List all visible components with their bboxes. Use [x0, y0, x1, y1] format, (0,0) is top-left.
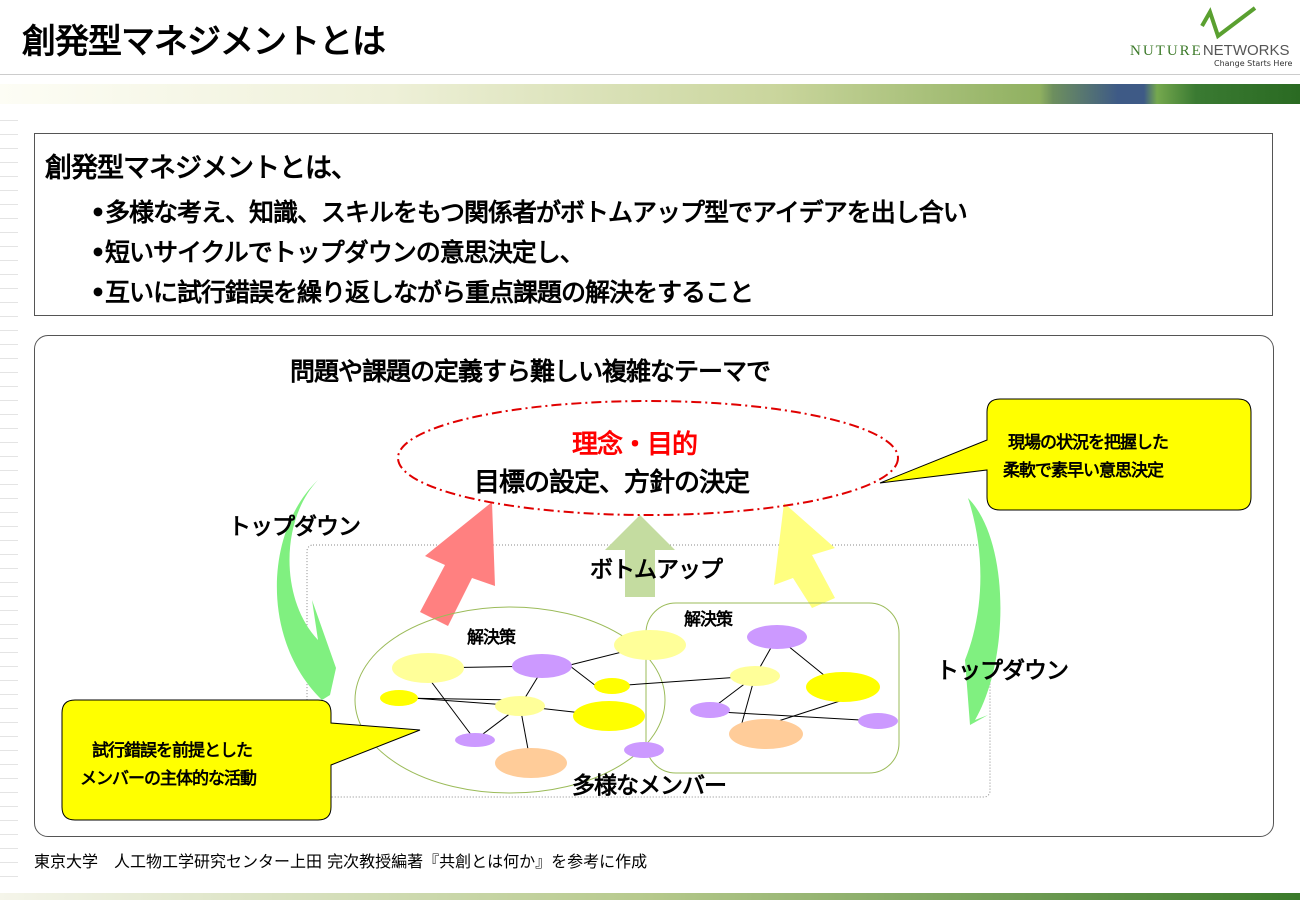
arrow-topdown-left	[276, 480, 336, 700]
header-divider	[0, 74, 1300, 75]
goal-ellipse	[397, 400, 899, 516]
member-node	[690, 702, 730, 718]
member-node	[392, 653, 464, 683]
member-node	[729, 719, 803, 749]
header-band	[0, 84, 1300, 104]
member-node	[495, 696, 545, 716]
member-node	[512, 654, 572, 678]
side-ruler-decoration	[0, 120, 18, 880]
callout-bottom-line: メンバーの主体的な活動	[80, 769, 257, 789]
solution-group-left	[354, 606, 666, 794]
definition-box: 創発型マネジメントとは、 •多様な考え、知識、スキルをもつ関係者がボトムアップ型…	[34, 133, 1273, 316]
definition-bullet: •短いサイクルでトップダウンの意思決定し、	[90, 238, 585, 267]
member-node	[614, 630, 686, 660]
solution-right-label: 解決策	[684, 610, 733, 630]
member-node	[455, 733, 495, 747]
logo-brand-a: NUTURE	[1130, 43, 1203, 59]
member-node	[495, 748, 567, 778]
goal-red-label: 理念・目的	[572, 430, 698, 460]
logo-check-icon	[1200, 6, 1257, 40]
member-node	[747, 625, 807, 649]
company-logo: NUTURENETWORKS Change Starts Here	[1130, 4, 1295, 72]
definition-bullet: •多様な考え、知識、スキルをもつ関係者がボトムアップ型でアイデアを出し合い	[90, 198, 968, 227]
callout-top	[879, 398, 1252, 511]
logo-tagline: Change Starts Here	[1214, 59, 1293, 68]
topdown-right-label: トップダウン	[936, 658, 1069, 684]
member-node	[573, 701, 645, 731]
theme-label: 問題や課題の定義すら難しい複雑なテーマで	[290, 357, 771, 386]
solution-left-label: 解決策	[467, 628, 516, 648]
member-node	[594, 678, 630, 694]
definition-bullet: •互いに試行錯誤を繰り返しながら重点課題の解決をすること	[90, 278, 754, 307]
arrow-up-green	[605, 515, 675, 597]
source-note: 東京大学 人工物工学研究センター上田 完次教授編著『共創とは何か』を参考に作成	[34, 852, 648, 871]
topdown-left-label: トップダウン	[228, 514, 361, 540]
member-node	[730, 666, 780, 686]
member-nodes	[380, 625, 898, 778]
footer-band	[0, 893, 1300, 900]
member-node	[806, 672, 880, 702]
callout-bottom	[61, 699, 421, 821]
member-node	[380, 690, 418, 706]
logo-brand-b: NETWORKS	[1202, 42, 1290, 59]
arrow-up-yellow	[774, 503, 835, 608]
member-node	[858, 713, 898, 729]
arrow-topdown-right	[965, 498, 1001, 725]
members-label: 多様なメンバー	[572, 773, 727, 799]
member-node	[624, 742, 664, 758]
callout-top-line: 柔軟で素早い意思決定	[1003, 461, 1164, 481]
callout-top-line: 現場の状況を把握した	[1008, 433, 1169, 453]
bottomup-label: ボトムアップ	[590, 557, 723, 583]
arrow-up-red	[420, 502, 495, 626]
callout-bottom-line: 試行錯誤を前提とした	[92, 741, 253, 761]
diagram-box	[34, 335, 1274, 837]
slide-title: 創発型マネジメントとは	[22, 22, 386, 62]
definition-heading: 創発型マネジメントとは、	[45, 153, 358, 184]
solution-group-right	[645, 602, 900, 774]
goal-label: 目標の設定、方針の決定	[474, 468, 750, 498]
